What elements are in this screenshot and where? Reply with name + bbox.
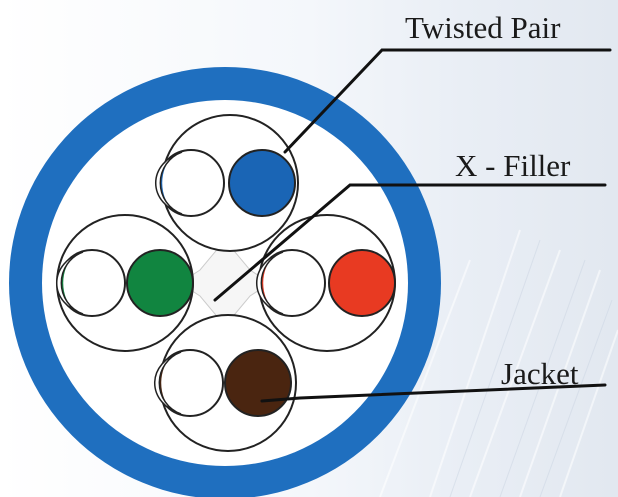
twisted-pair-label: Twisted Pair bbox=[405, 10, 561, 45]
twisted-pair-leader bbox=[283, 48, 612, 154]
x-filler-label: X - Filler bbox=[455, 148, 571, 183]
green-stripe-crescent bbox=[56, 251, 84, 315]
red-stripe-crescent bbox=[256, 251, 284, 315]
red-solid-wire bbox=[328, 249, 396, 317]
jacket-label: Jacket bbox=[501, 356, 579, 391]
blue-stripe-crescent bbox=[155, 151, 183, 215]
green-pair bbox=[56, 214, 194, 352]
x-filler-leader bbox=[213, 183, 607, 302]
jacket-leader bbox=[260, 383, 607, 403]
green-solid-wire bbox=[126, 249, 194, 317]
blue-pair bbox=[155, 114, 299, 252]
blue-solid-wire bbox=[228, 149, 296, 217]
brown-stripe-crescent bbox=[154, 351, 182, 415]
brown-solid-wire bbox=[224, 349, 292, 417]
red-pair bbox=[256, 214, 396, 352]
